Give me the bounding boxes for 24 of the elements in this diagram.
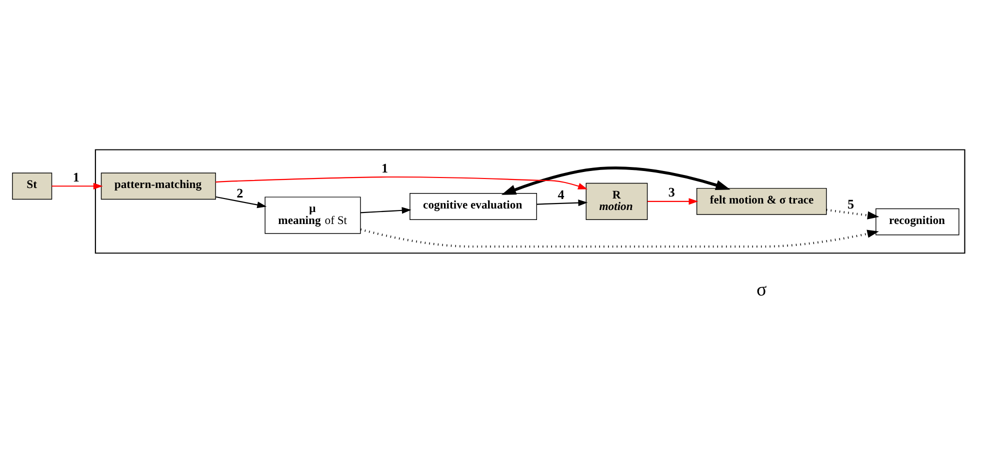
arrow	[648, 198, 698, 205]
node-box: recognition	[876, 208, 960, 236]
node-box: St	[12, 172, 52, 200]
edge-label: 5	[848, 196, 854, 212]
arrow	[216, 196, 267, 208]
node-box: cognitive evaluation	[410, 193, 537, 220]
edge-label: 1	[382, 160, 388, 176]
node-box: pattern-matching	[100, 172, 216, 200]
arrow	[216, 176, 588, 190]
edge-label: 1	[72, 169, 80, 184]
arrow	[536, 199, 588, 206]
arrow	[52, 182, 103, 190]
label: σ	[756, 280, 767, 301]
node-box: μ meaning of St	[264, 196, 361, 234]
arrow	[360, 207, 412, 214]
arrow	[826, 208, 880, 220]
cluster	[94, 149, 966, 254]
edge-label: 3	[668, 184, 675, 200]
node-box: felt motion & σ trace	[696, 188, 827, 215]
edge-label: 4	[558, 186, 564, 202]
arrow	[360, 228, 879, 248]
node-box: R motion	[586, 182, 648, 220]
arrow	[501, 166, 730, 195]
edge-label: 2	[236, 185, 244, 200]
